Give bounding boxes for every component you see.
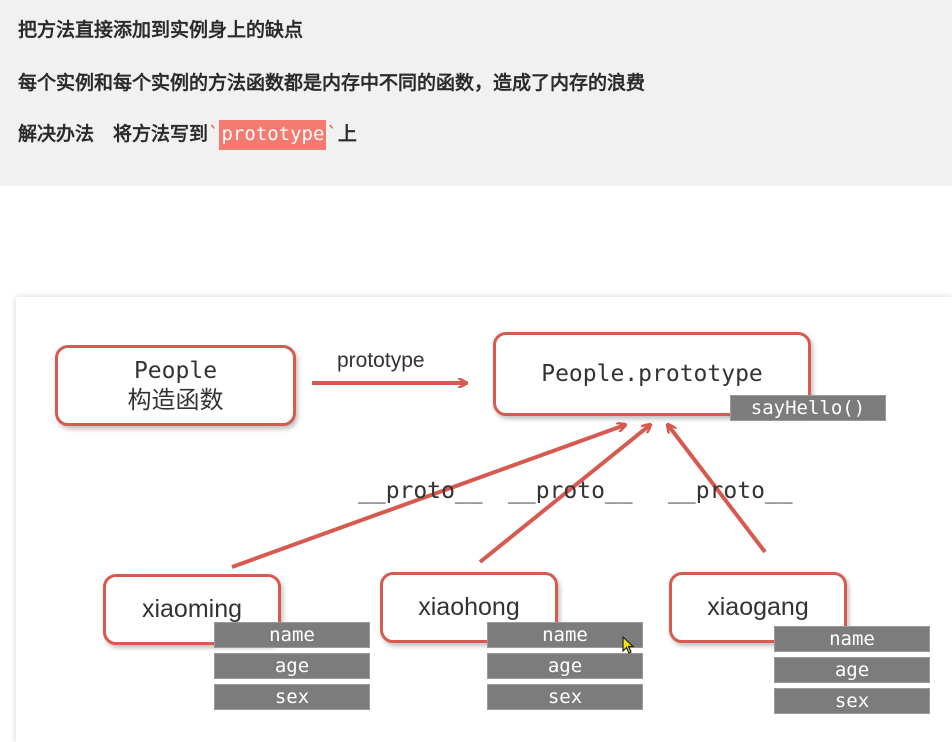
constructor-subtitle: 构造函数 [127, 386, 224, 414]
proto-arrow-xiaogang [668, 425, 767, 554]
explanation-text: 每个实例和每个实例的方法函数都是内存中不同的函数，造成了内存的浪费 [18, 72, 646, 94]
solution-text: 解决办法 将方法写到`prototype`上 [18, 119, 357, 150]
field-tag: sex [487, 684, 643, 710]
constructor-name: People [133, 357, 218, 384]
proto-label-1: __proto__ [358, 478, 483, 504]
field-tag: name [487, 622, 643, 648]
field-tag: name [214, 622, 370, 648]
method-tag-sayhello: sayHello() [730, 395, 886, 421]
inline-code-prototype: prototype [219, 120, 327, 150]
backtick-close: ` [326, 123, 338, 145]
field-tag: age [214, 653, 370, 679]
field-tag: sex [774, 688, 930, 714]
proto-arrow-xiaohong [478, 425, 650, 564]
field-tag: sex [214, 684, 370, 710]
proto-arrow-xiaoming [231, 425, 625, 569]
prototype-box-label: People.prototype [541, 361, 763, 387]
instance-name: xiaogang [707, 593, 809, 621]
solution-suffix: 上 [337, 123, 357, 145]
proto-label-3: __proto__ [668, 478, 793, 504]
instance-name: xiaohong [418, 593, 520, 621]
prototype-arrow-label: prototype [337, 349, 425, 372]
instance-name: xiaoming [141, 595, 243, 623]
backtick-open: ` [208, 123, 220, 145]
field-tag: age [774, 657, 930, 683]
mouse-cursor-icon [622, 636, 635, 654]
constructor-box: People 构造函数 [55, 345, 296, 426]
proto-label-2: __proto__ [508, 478, 633, 504]
solution-prefix: 解决办法 将方法写到 [18, 123, 209, 145]
heading-drawback: 把方法直接添加到实例身上的缺点 [18, 19, 304, 41]
explanation-panel: 把方法直接添加到实例身上的缺点 每个实例和每个实例的方法函数都是内存中不同的函数… [0, 0, 952, 186]
field-tag: name [774, 626, 930, 652]
field-tag: age [487, 653, 643, 679]
